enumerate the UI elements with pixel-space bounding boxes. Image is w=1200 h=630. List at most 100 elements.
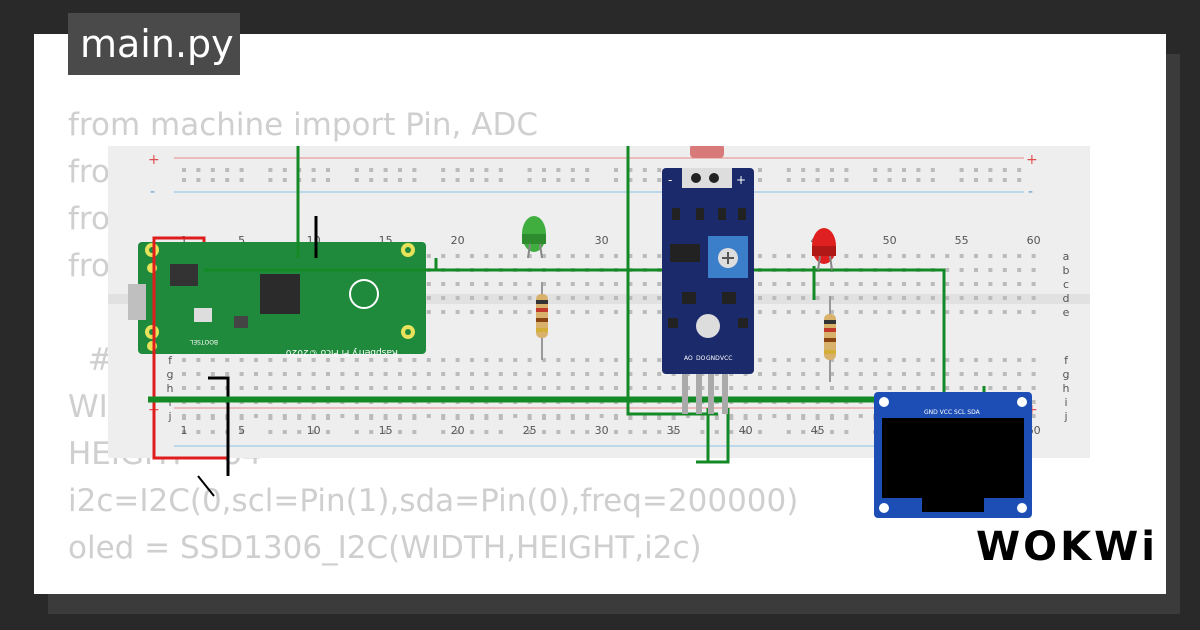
breadboard-hole[interactable] xyxy=(412,178,417,182)
breadboard-hole[interactable] xyxy=(196,386,201,390)
breadboard-hole[interactable] xyxy=(614,372,618,376)
breadboard-hole[interactable] xyxy=(873,178,878,182)
breadboard-hole[interactable] xyxy=(441,296,446,300)
breadboard-hole[interactable] xyxy=(527,254,532,258)
breadboard-hole[interactable] xyxy=(326,168,330,172)
raspberry-pi-pico[interactable]: BOOTSEL Raspberry Pi Pico ©2020 xyxy=(128,242,426,357)
breadboard-hole[interactable] xyxy=(628,310,633,314)
breadboard-hole[interactable] xyxy=(758,168,762,172)
breadboard-hole[interactable] xyxy=(498,358,503,362)
breadboard-hole[interactable] xyxy=(556,282,561,286)
breadboard-hole[interactable] xyxy=(398,168,402,172)
breadboard-hole[interactable] xyxy=(585,414,590,418)
breadboard-hole[interactable] xyxy=(887,168,892,172)
breadboard-hole[interactable] xyxy=(786,386,791,390)
breadboard-hole[interactable] xyxy=(585,310,590,314)
breadboard-hole[interactable] xyxy=(916,296,921,300)
breadboard-hole[interactable] xyxy=(498,296,503,300)
breadboard-hole[interactable] xyxy=(426,372,431,376)
breadboard-hole[interactable] xyxy=(182,358,186,362)
breadboard-hole[interactable] xyxy=(570,414,575,418)
breadboard-hole[interactable] xyxy=(801,372,806,376)
breadboard-hole[interactable] xyxy=(628,178,633,182)
breadboard-hole[interactable] xyxy=(1017,372,1022,376)
breadboard-hole[interactable] xyxy=(844,372,849,376)
breadboard-hole[interactable] xyxy=(398,178,402,182)
breadboard-hole[interactable] xyxy=(945,268,950,272)
breadboard-hole[interactable] xyxy=(902,372,906,376)
breadboard-hole[interactable] xyxy=(484,414,489,418)
breadboard-hole[interactable] xyxy=(441,168,446,172)
breadboard-hole[interactable] xyxy=(801,310,806,314)
breadboard-hole[interactable] xyxy=(858,358,863,362)
breadboard-hole[interactable] xyxy=(484,282,489,286)
breadboard-hole[interactable] xyxy=(282,414,287,418)
breadboard-hole[interactable] xyxy=(455,414,460,418)
breadboard-hole[interactable] xyxy=(858,296,863,300)
breadboard-hole[interactable] xyxy=(369,168,374,172)
breadboard-hole[interactable] xyxy=(239,178,244,182)
breadboard-hole[interactable] xyxy=(887,178,892,182)
breadboard-hole[interactable] xyxy=(614,358,618,362)
breadboard-hole[interactable] xyxy=(858,372,863,376)
breadboard-hole[interactable] xyxy=(628,372,633,376)
breadboard-hole[interactable] xyxy=(556,372,561,376)
breadboard-hole[interactable] xyxy=(758,282,762,286)
breadboard-hole[interactable] xyxy=(556,296,561,300)
breadboard-hole[interactable] xyxy=(570,282,575,286)
breadboard-hole[interactable] xyxy=(758,372,762,376)
breadboard-hole[interactable] xyxy=(282,178,287,182)
breadboard-hole[interactable] xyxy=(513,358,518,362)
breadboard-hole[interactable] xyxy=(484,358,489,362)
breadboard-hole[interactable] xyxy=(959,254,964,258)
breadboard-hole[interactable] xyxy=(585,386,590,390)
breadboard-hole[interactable] xyxy=(196,430,201,434)
breadboard-hole[interactable] xyxy=(614,310,618,314)
breadboard-hole[interactable] xyxy=(513,282,518,286)
breadboard-hole[interactable] xyxy=(628,254,633,258)
breadboard-hole[interactable] xyxy=(239,358,244,362)
breadboard-hole[interactable] xyxy=(714,386,719,390)
breadboard-hole[interactable] xyxy=(1017,296,1022,300)
breadboard-hole[interactable] xyxy=(642,178,647,182)
breadboard-hole[interactable] xyxy=(642,296,647,300)
breadboard-hole[interactable] xyxy=(268,430,273,434)
breadboard-hole[interactable] xyxy=(470,358,474,362)
breadboard-hole[interactable] xyxy=(326,372,330,376)
breadboard-hole[interactable] xyxy=(1031,282,1036,286)
breadboard-hole[interactable] xyxy=(657,310,662,314)
breadboard-hole[interactable] xyxy=(758,178,762,182)
breadboard-hole[interactable] xyxy=(239,372,244,376)
breadboard-hole[interactable] xyxy=(210,358,215,362)
breadboard-hole[interactable] xyxy=(628,386,633,390)
breadboard-hole[interactable] xyxy=(671,430,676,434)
breadboard-hole[interactable] xyxy=(412,414,417,418)
breadboard-hole[interactable] xyxy=(801,430,806,434)
breadboard-hole[interactable] xyxy=(441,310,446,314)
breadboard-hole[interactable] xyxy=(527,386,532,390)
breadboard-hole[interactable] xyxy=(484,372,489,376)
breadboard-hole[interactable] xyxy=(383,430,388,434)
breadboard-hole[interactable] xyxy=(959,386,964,390)
breadboard-hole[interactable] xyxy=(974,358,978,362)
breadboard-hole[interactable] xyxy=(326,178,330,182)
breadboard-hole[interactable] xyxy=(902,358,906,362)
breadboard-hole[interactable] xyxy=(570,168,575,172)
breadboard-hole[interactable] xyxy=(340,414,345,418)
breadboard-hole[interactable] xyxy=(570,358,575,362)
breadboard-hole[interactable] xyxy=(614,254,618,258)
breadboard-hole[interactable] xyxy=(570,296,575,300)
breadboard-hole[interactable] xyxy=(599,414,604,418)
breadboard-hole[interactable] xyxy=(498,372,503,376)
breadboard-hole[interactable] xyxy=(282,372,287,376)
breadboard-hole[interactable] xyxy=(786,254,791,258)
breadboard-hole[interactable] xyxy=(772,254,777,258)
breadboard-hole[interactable] xyxy=(801,178,806,182)
oled-display[interactable]: GND VCC SCL SDA xyxy=(874,392,1032,518)
breadboard-hole[interactable] xyxy=(786,282,791,286)
breadboard-hole[interactable] xyxy=(354,430,359,434)
breadboard-hole[interactable] xyxy=(930,386,935,390)
breadboard-hole[interactable] xyxy=(758,358,762,362)
breadboard-hole[interactable] xyxy=(455,358,460,362)
breadboard-hole[interactable] xyxy=(815,168,820,172)
